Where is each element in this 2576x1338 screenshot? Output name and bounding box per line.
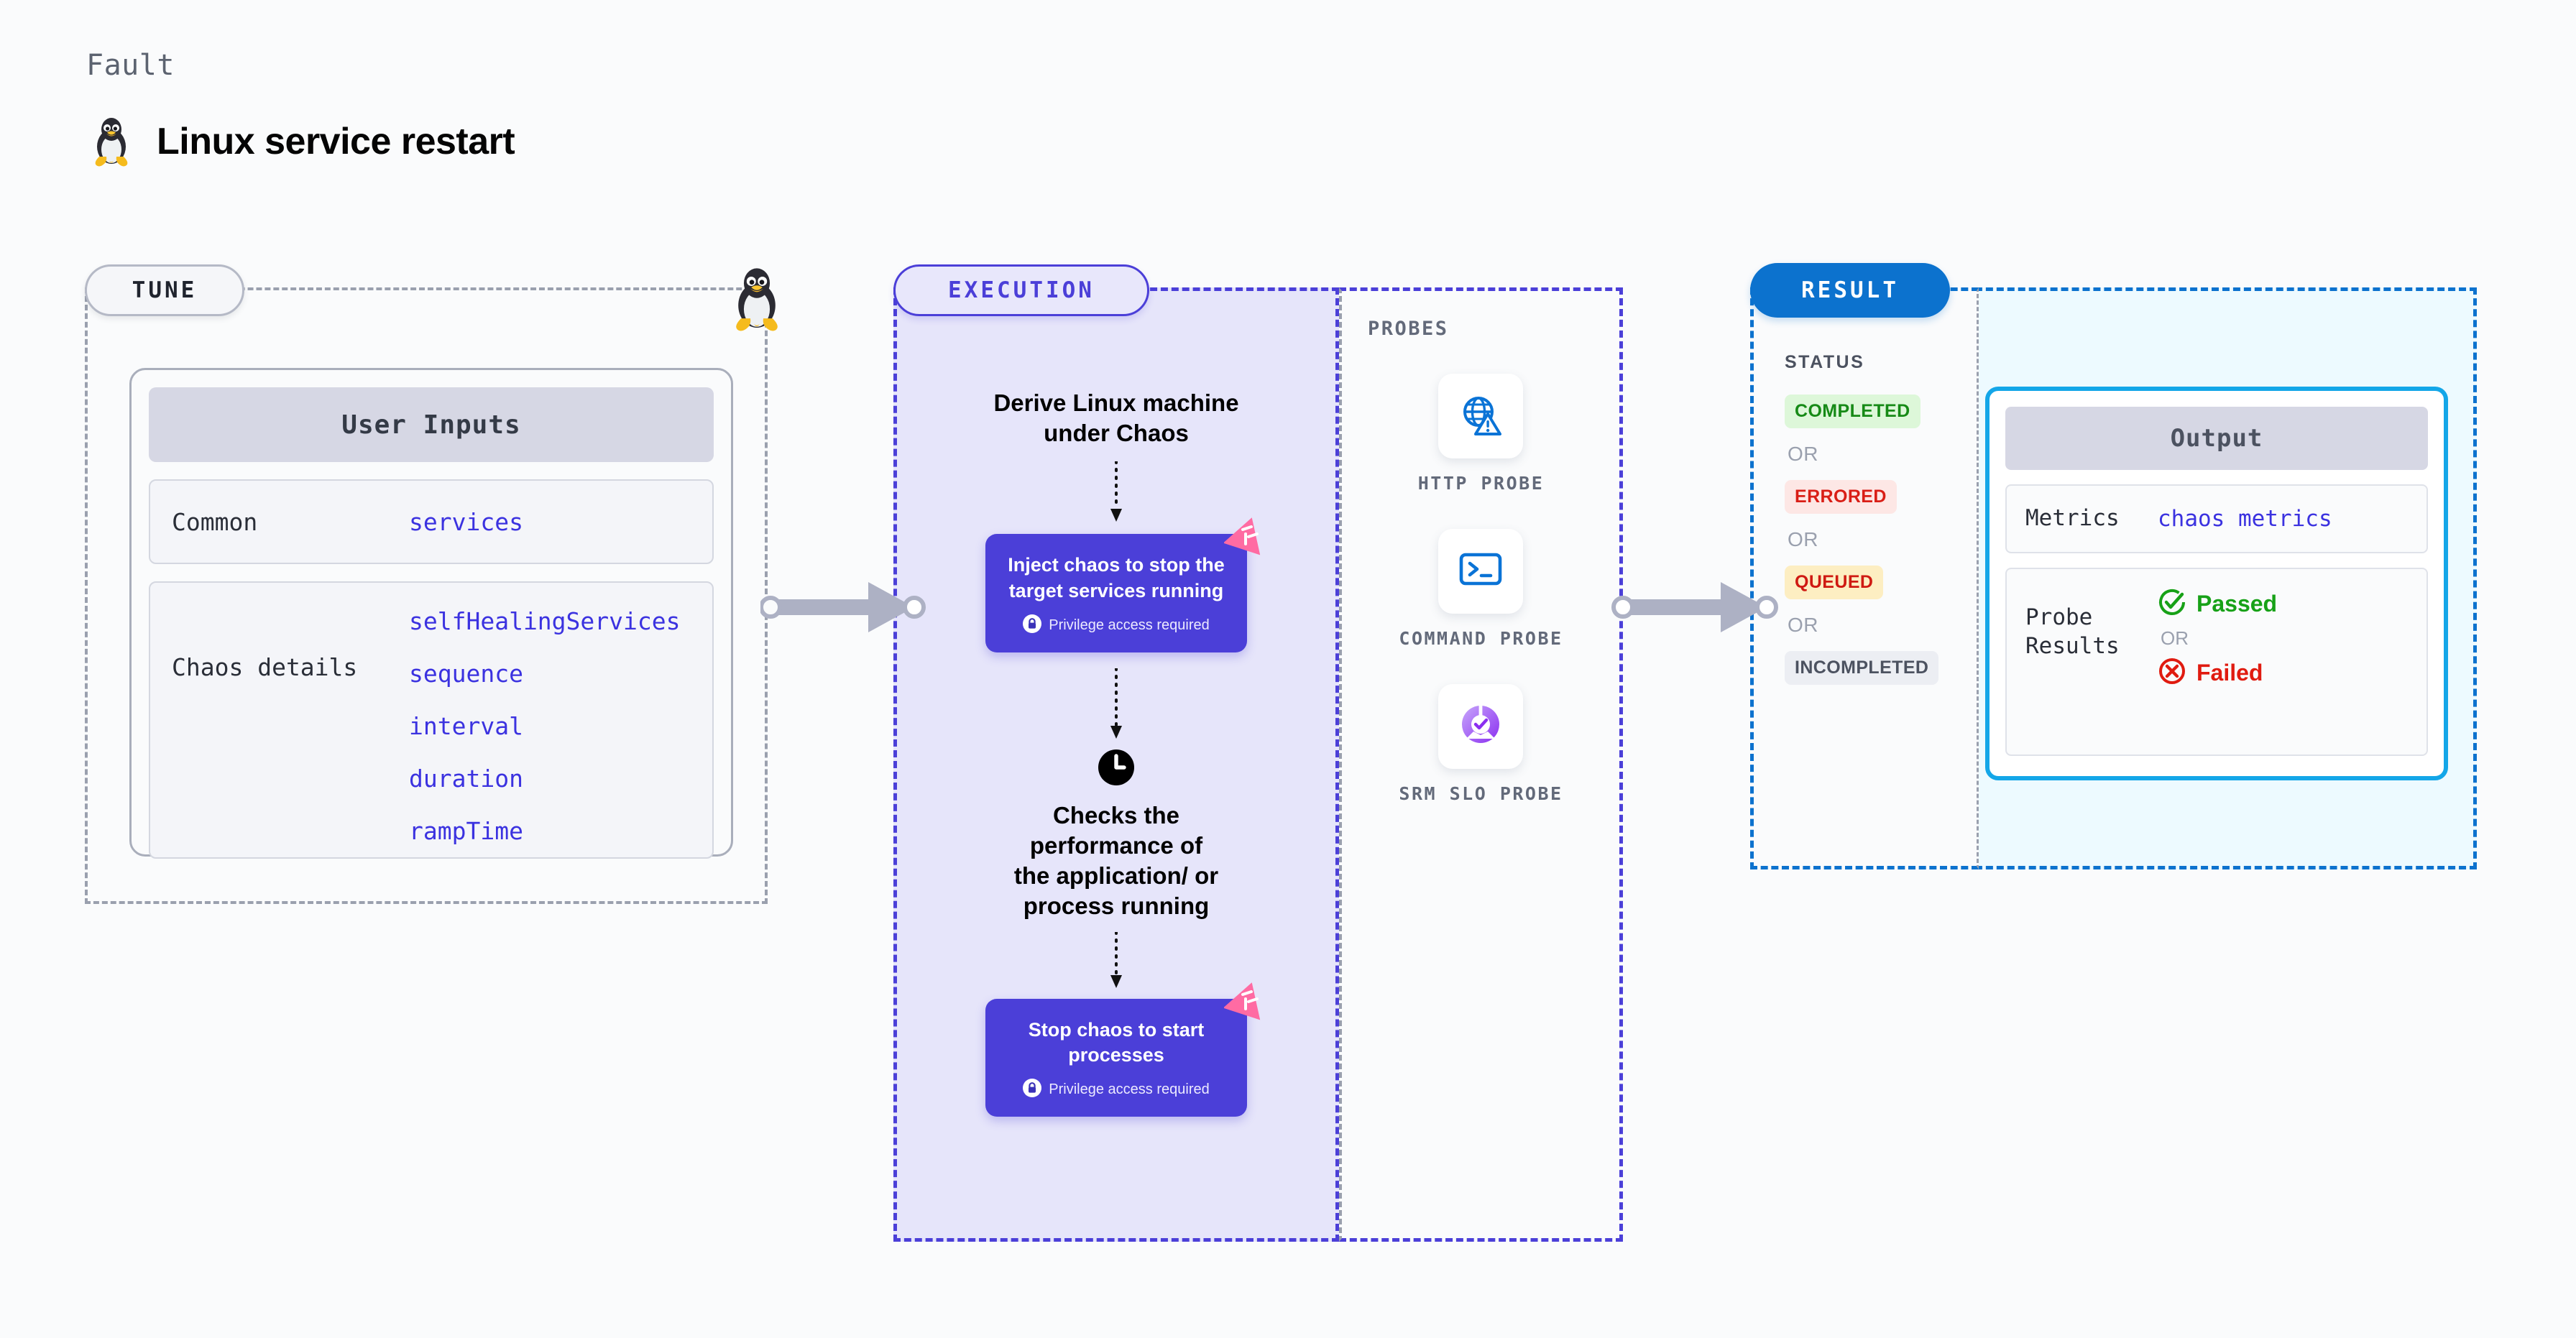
clock-icon	[1095, 747, 1137, 792]
chaos-triangle-icon	[1223, 512, 1269, 557]
input-value-selfhealingservices[interactable]: selfHealingServices	[409, 607, 681, 635]
status-badge-errored: ERRORED	[1785, 480, 1897, 514]
probes-section-title: PROBES	[1368, 318, 1449, 340]
dotted-arrow-down-icon	[1107, 460, 1126, 527]
execution-section-pill[interactable]: EXECUTION	[893, 264, 1149, 316]
connector-execution-to-result	[1609, 568, 1781, 647]
x-circle-icon	[2158, 657, 2186, 689]
result-status-column: STATUS COMPLETED OR ERRORED OR QUEUED OR…	[1750, 287, 1979, 869]
execution-flow: Derive Linux machine under Chaos Inject …	[893, 287, 1339, 1242]
input-value-ramptime[interactable]: rampTime	[409, 817, 523, 845]
input-group-chaos-details: Chaos details selfHealingServices sequen…	[149, 581, 714, 859]
input-value-duration[interactable]: duration	[409, 765, 523, 793]
lock-icon	[1023, 1078, 1042, 1101]
output-card-header: Output	[2005, 407, 2428, 470]
probe-tile	[1438, 528, 1524, 614]
page-title-row: Linux service restart	[89, 115, 515, 168]
status-badge-queued: QUEUED	[1785, 566, 1884, 599]
input-group-values: selfHealingServices sequence interval du…	[409, 607, 681, 845]
check-circle-icon	[2158, 588, 2186, 620]
output-row-probe-results: Probe Results Passed OR	[2005, 568, 2428, 756]
input-group-values: services	[409, 508, 523, 536]
dotted-arrow-down-icon	[1107, 666, 1126, 744]
dotted-arrow-down-icon	[1107, 930, 1126, 993]
probe-label: HTTP PROBE	[1417, 473, 1545, 494]
probes-list: HTTP PROBE COMMAND PROBE	[1339, 374, 1623, 806]
output-metrics-value[interactable]: chaos metrics	[2158, 506, 2332, 532]
execution-step-checks-text: Checks the performance of the applicatio…	[1014, 801, 1218, 922]
probe-result-passed: Passed	[2158, 588, 2277, 620]
input-group-label: Common	[172, 507, 258, 536]
output-probe-results-label: Probe Results	[2025, 604, 2120, 659]
execution-step-derive-text: Derive Linux machine under Chaos	[993, 388, 1238, 448]
status-or-label: OR	[1788, 614, 1818, 636]
probe-result-passed-label: Passed	[2196, 591, 2278, 617]
chaos-card-title: Stop chaos to start processes	[1028, 1018, 1205, 1066]
input-value-sequence[interactable]: sequence	[409, 660, 523, 688]
result-section-pill[interactable]: RESULT	[1750, 263, 1950, 318]
status-or-label: OR	[1788, 443, 1818, 465]
probe-item-command[interactable]: COMMAND PROBE	[1399, 528, 1563, 651]
input-group-label: Chaos details	[172, 653, 358, 681]
output-card: Output Metrics chaos metrics Probe Resul…	[1985, 387, 2448, 780]
chaos-card-title: Inject chaos to stop the target services…	[1008, 554, 1225, 602]
linux-tux-connector-icon	[728, 264, 786, 333]
page-title: Linux service restart	[157, 121, 515, 162]
connector-tune-to-execution	[759, 568, 926, 647]
terminal-icon	[1458, 550, 1503, 591]
probe-result-failed: Failed	[2158, 657, 2277, 689]
privilege-note-label: Privilege access required	[1049, 1081, 1210, 1097]
probe-result-failed-label: Failed	[2196, 660, 2263, 686]
execution-chaos-card-inject[interactable]: Inject chaos to stop the target services…	[985, 517, 1261, 652]
fault-eyebrow-label: Fault	[86, 49, 175, 82]
privilege-note-label: Privilege access required	[1049, 617, 1210, 633]
probe-result-or-label: OR	[2161, 627, 2189, 649]
privilege-note: Privilege access required	[1001, 614, 1231, 637]
input-value-interval[interactable]: interval	[409, 712, 523, 740]
privilege-note: Privilege access required	[1001, 1078, 1231, 1101]
linux-tux-icon	[89, 115, 134, 168]
probe-tile	[1438, 374, 1524, 458]
execution-step-label: Checks the performance of the applicatio…	[1013, 801, 1219, 920]
probe-label: SRM SLO PROBE	[1399, 783, 1563, 804]
probe-label: COMMAND PROBE	[1399, 627, 1563, 649]
slo-donut-check-icon	[1458, 701, 1504, 751]
tune-section-pill[interactable]: TUNE	[85, 264, 244, 316]
output-row-metrics: Metrics chaos metrics	[2005, 484, 2428, 553]
lock-icon	[1023, 614, 1042, 637]
execution-step-label: Derive Linux machine under Chaos	[993, 389, 1239, 447]
status-or-label: OR	[1788, 528, 1818, 550]
status-badge-completed: COMPLETED	[1785, 395, 1920, 428]
status-badge-incompleted: INCOMPLETED	[1785, 651, 1939, 685]
user-inputs-card: User Inputs Common services Chaos detail…	[129, 368, 733, 859]
probe-item-http[interactable]: HTTP PROBE	[1418, 374, 1545, 496]
input-group-common: Common services	[149, 479, 714, 564]
input-value-services[interactable]: services	[409, 507, 523, 536]
status-heading: STATUS	[1785, 352, 1865, 372]
execution-chaos-card-stop[interactable]: Stop chaos to start processes Privilege …	[985, 982, 1261, 1117]
globe-warning-icon	[1458, 392, 1503, 440]
probe-tile	[1438, 683, 1524, 769]
user-inputs-header: User Inputs	[149, 387, 714, 462]
chaos-triangle-icon	[1223, 977, 1269, 1022]
probe-results-stack: Passed OR Failed	[2158, 588, 2277, 689]
probe-item-srm-slo[interactable]: SRM SLO PROBE	[1399, 683, 1563, 806]
output-metrics-label: Metrics	[2025, 505, 2120, 532]
